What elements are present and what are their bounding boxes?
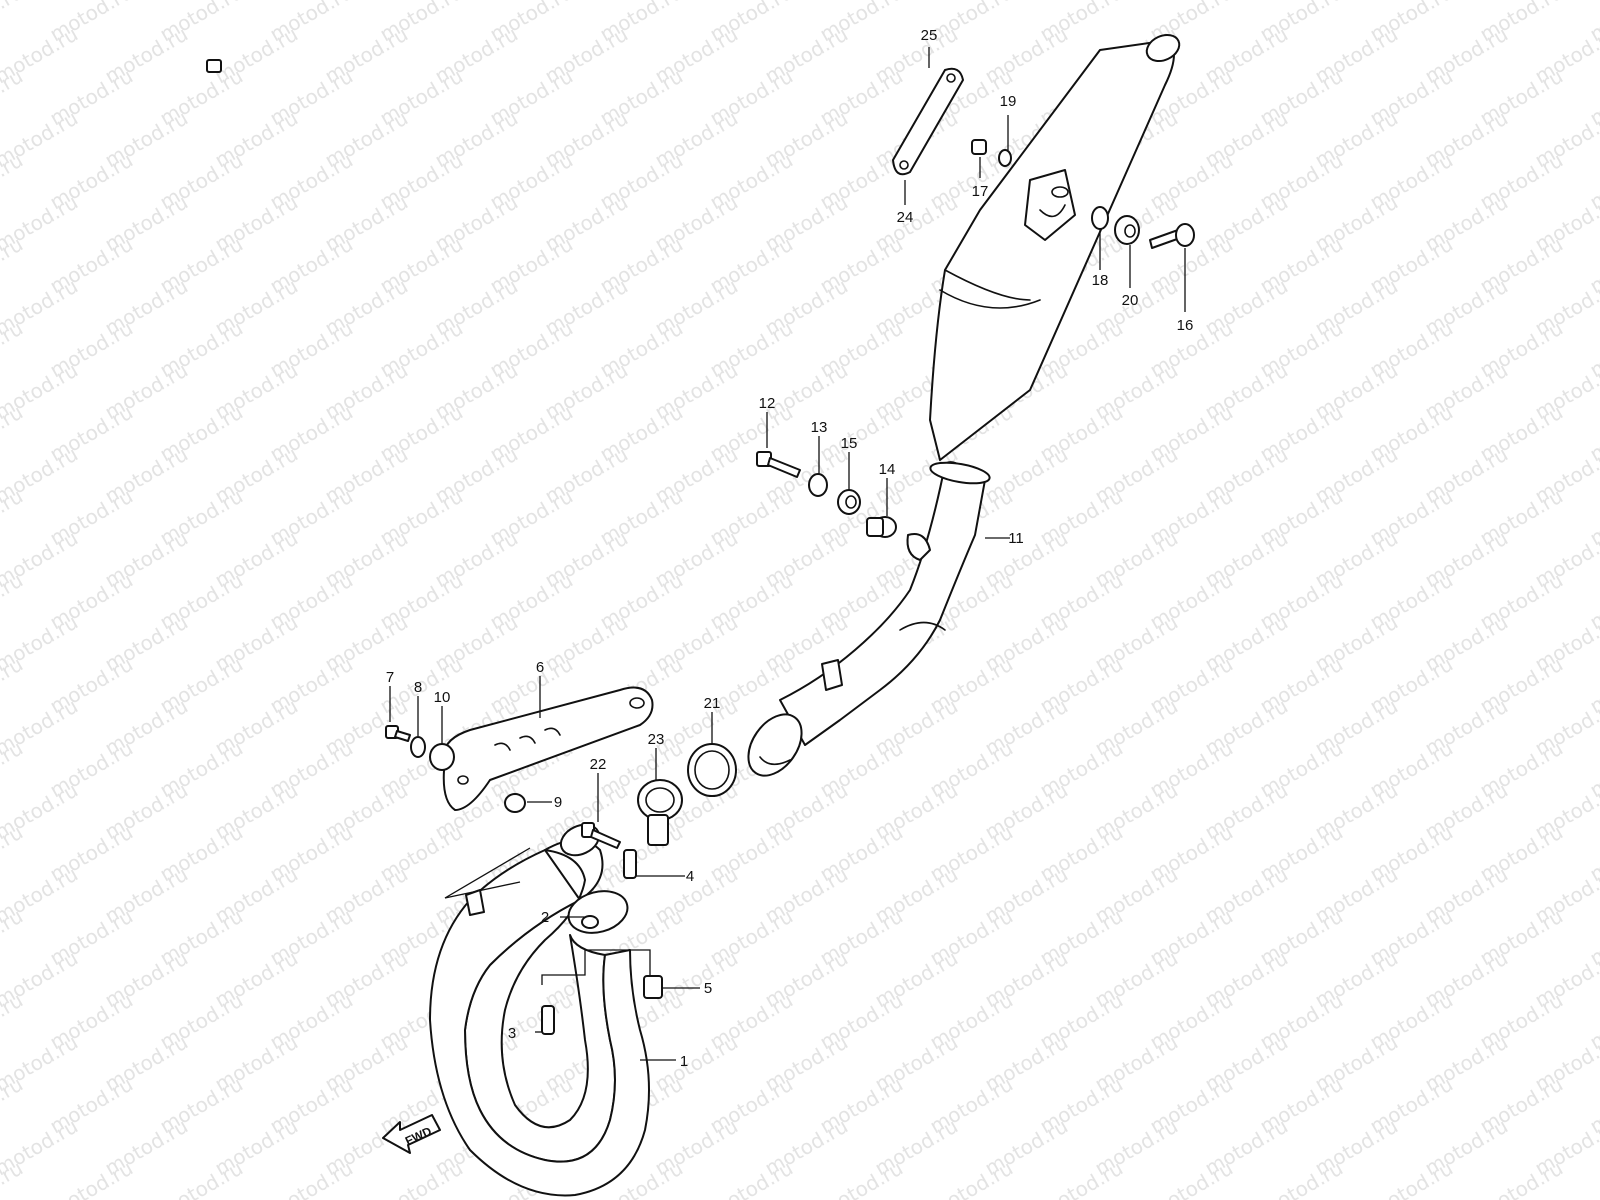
callout-5: 5	[704, 980, 712, 997]
watermark-text: motod.ru	[1586, 1156, 1600, 1200]
callout-18: 18	[1092, 272, 1109, 289]
callout-6: 6	[536, 659, 544, 676]
watermark-text: motod.ru	[1366, 1156, 1457, 1200]
watermark-text: motod.ru	[0, 0, 27, 46]
watermark-text: motod.ru	[816, 1156, 907, 1200]
watermark-text: motod.ru	[266, 1156, 357, 1200]
callout-17: 17	[972, 183, 989, 200]
callout-23: 23	[648, 731, 665, 748]
watermark-text: motod.ru	[1146, 1156, 1237, 1200]
mounting-bracket	[442, 686, 654, 811]
watermark-text: motod.ru	[376, 1156, 467, 1200]
callout-7: 7	[386, 669, 394, 686]
callout-22: 22	[590, 756, 607, 773]
watermark-text: motod.ru	[156, 1156, 247, 1200]
callout-11: 11	[1008, 530, 1024, 547]
callout-20: 20	[1122, 292, 1139, 309]
callout-19: 19	[1000, 93, 1017, 110]
callout-12: 12	[759, 395, 776, 412]
callout-8: 8	[414, 679, 422, 696]
watermark-text: motod.ru	[926, 1156, 1017, 1200]
watermark-text: motod.ru	[46, 1156, 137, 1200]
hardware	[206, 59, 1195, 1035]
callout-16: 16	[1177, 317, 1194, 334]
muffler-assembly	[747, 33, 1181, 777]
callout-13: 13	[811, 419, 828, 436]
callout-24: 24	[897, 209, 914, 226]
callout-3: 3	[508, 1025, 516, 1042]
callout-9: 9	[554, 794, 562, 811]
callout-1: 1	[680, 1053, 688, 1070]
callout-2: 2	[541, 909, 549, 926]
watermark-text: motod.ru	[706, 1156, 797, 1200]
header-pipe	[429, 823, 650, 1197]
callout-labels: 1234567891011121314151617181920212223242…	[386, 27, 1194, 1070]
callout-15: 15	[841, 435, 858, 452]
callout-10: 10	[434, 689, 451, 706]
watermark-text: motod.ru	[1036, 1156, 1127, 1200]
callout-21: 21	[704, 695, 721, 712]
watermark-text: motod.ru	[1476, 1156, 1567, 1200]
callout-4: 4	[686, 868, 694, 885]
callout-14: 14	[879, 461, 896, 478]
callout-25: 25	[921, 27, 938, 44]
leader-lines	[389, 47, 1186, 1061]
watermark-text: motod.ru	[1256, 1156, 1347, 1200]
